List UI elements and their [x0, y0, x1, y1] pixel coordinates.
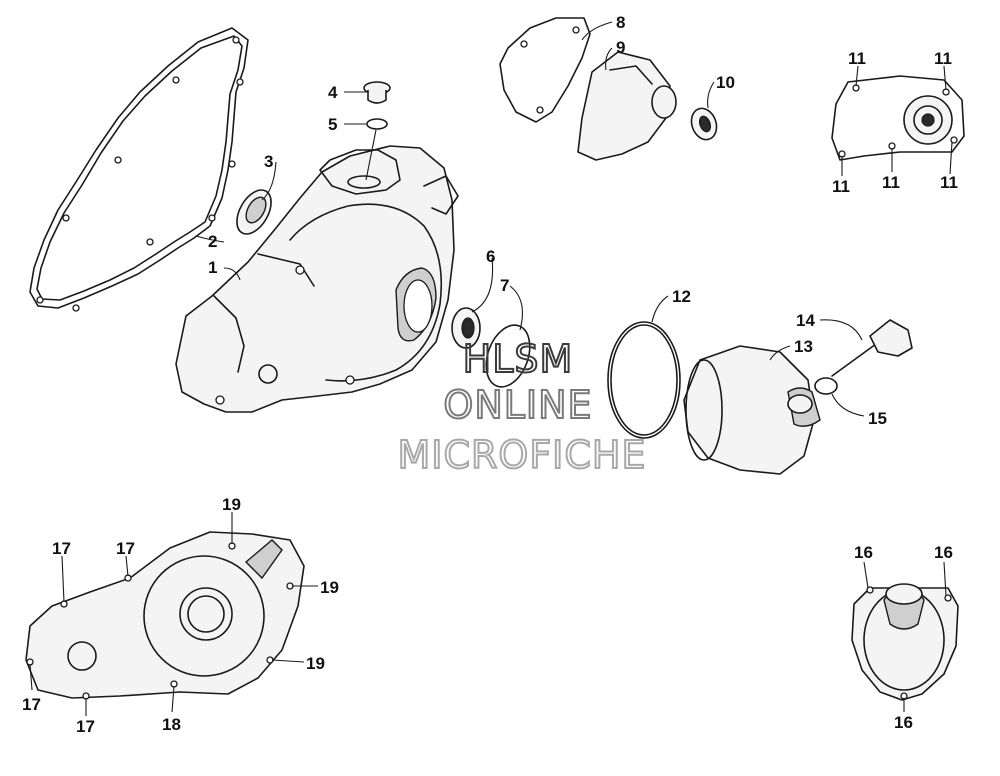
- callout-6: 6: [486, 247, 495, 266]
- part-14-plug: [831, 319, 913, 377]
- part-9-cover: [577, 51, 677, 161]
- callout-19-top: 19: [222, 495, 241, 514]
- callout-12: 12: [672, 287, 691, 306]
- part-18-cover-assembly: [25, 531, 305, 700]
- part-4-plug: [363, 81, 391, 104]
- callout-17-top-middle: 17: [116, 539, 135, 558]
- callout-9: 9: [616, 38, 625, 57]
- callout-1: 1: [208, 258, 217, 277]
- callout-10: 10: [716, 73, 735, 92]
- callout-labels: 1 2 3 4 5 6 7 8 9 10 11 11 11 11 11 12 1…: [22, 13, 958, 736]
- callout-16-top-right: 16: [934, 543, 953, 562]
- part-2-gasket: [29, 27, 249, 312]
- callout-11-top-right: 11: [934, 49, 952, 68]
- part-13-housing: [683, 345, 821, 475]
- watermark: HLSM ONLINE MICROFICHE: [396, 336, 646, 478]
- part-6-seal: [451, 307, 481, 349]
- callout-7: 7: [500, 276, 509, 295]
- callout-11-bottom-left: 11: [832, 177, 850, 196]
- callout-19-right: 19: [320, 578, 339, 597]
- callout-16-bottom: 16: [894, 713, 913, 732]
- callout-8: 8: [616, 13, 625, 32]
- callout-5: 5: [328, 115, 337, 134]
- part-10-seal: [690, 107, 718, 141]
- callout-11-bottom-right: 11: [940, 173, 958, 192]
- watermark-line-1: HLSM: [463, 337, 574, 381]
- part-11-cover-assembly: [831, 75, 965, 161]
- callout-18: 18: [162, 715, 181, 734]
- watermark-line-3: MICROFICHE: [397, 433, 646, 477]
- callout-3: 3: [264, 152, 273, 171]
- part-12-o-ring: [607, 321, 681, 439]
- callout-11-top-left: 11: [848, 49, 866, 68]
- part-5-o-ring: [366, 118, 388, 130]
- part-7-washer: [485, 324, 531, 388]
- part-8-gasket: [499, 17, 591, 123]
- part-15-o-ring: [814, 377, 838, 395]
- callout-2: 2: [208, 232, 217, 251]
- callout-17-bottom-middle: 17: [76, 717, 95, 736]
- part-16-cover: [851, 583, 959, 701]
- callout-15: 15: [868, 409, 887, 428]
- part-1-clutch-cover: [175, 145, 459, 413]
- callout-11-bottom-middle: 11: [882, 173, 900, 192]
- watermark-line-2: ONLINE: [443, 383, 592, 427]
- callout-17-bottom-left: 17: [22, 695, 41, 714]
- callout-4: 4: [328, 83, 338, 102]
- callout-17-top-left: 17: [52, 539, 71, 558]
- callout-13: 13: [794, 337, 813, 356]
- part-3-seal: [236, 189, 272, 235]
- callout-19-bottom-right: 19: [306, 654, 325, 673]
- leader-lines: [29, 21, 953, 716]
- callout-14: 14: [796, 311, 815, 330]
- callout-16-top-left: 16: [854, 543, 873, 562]
